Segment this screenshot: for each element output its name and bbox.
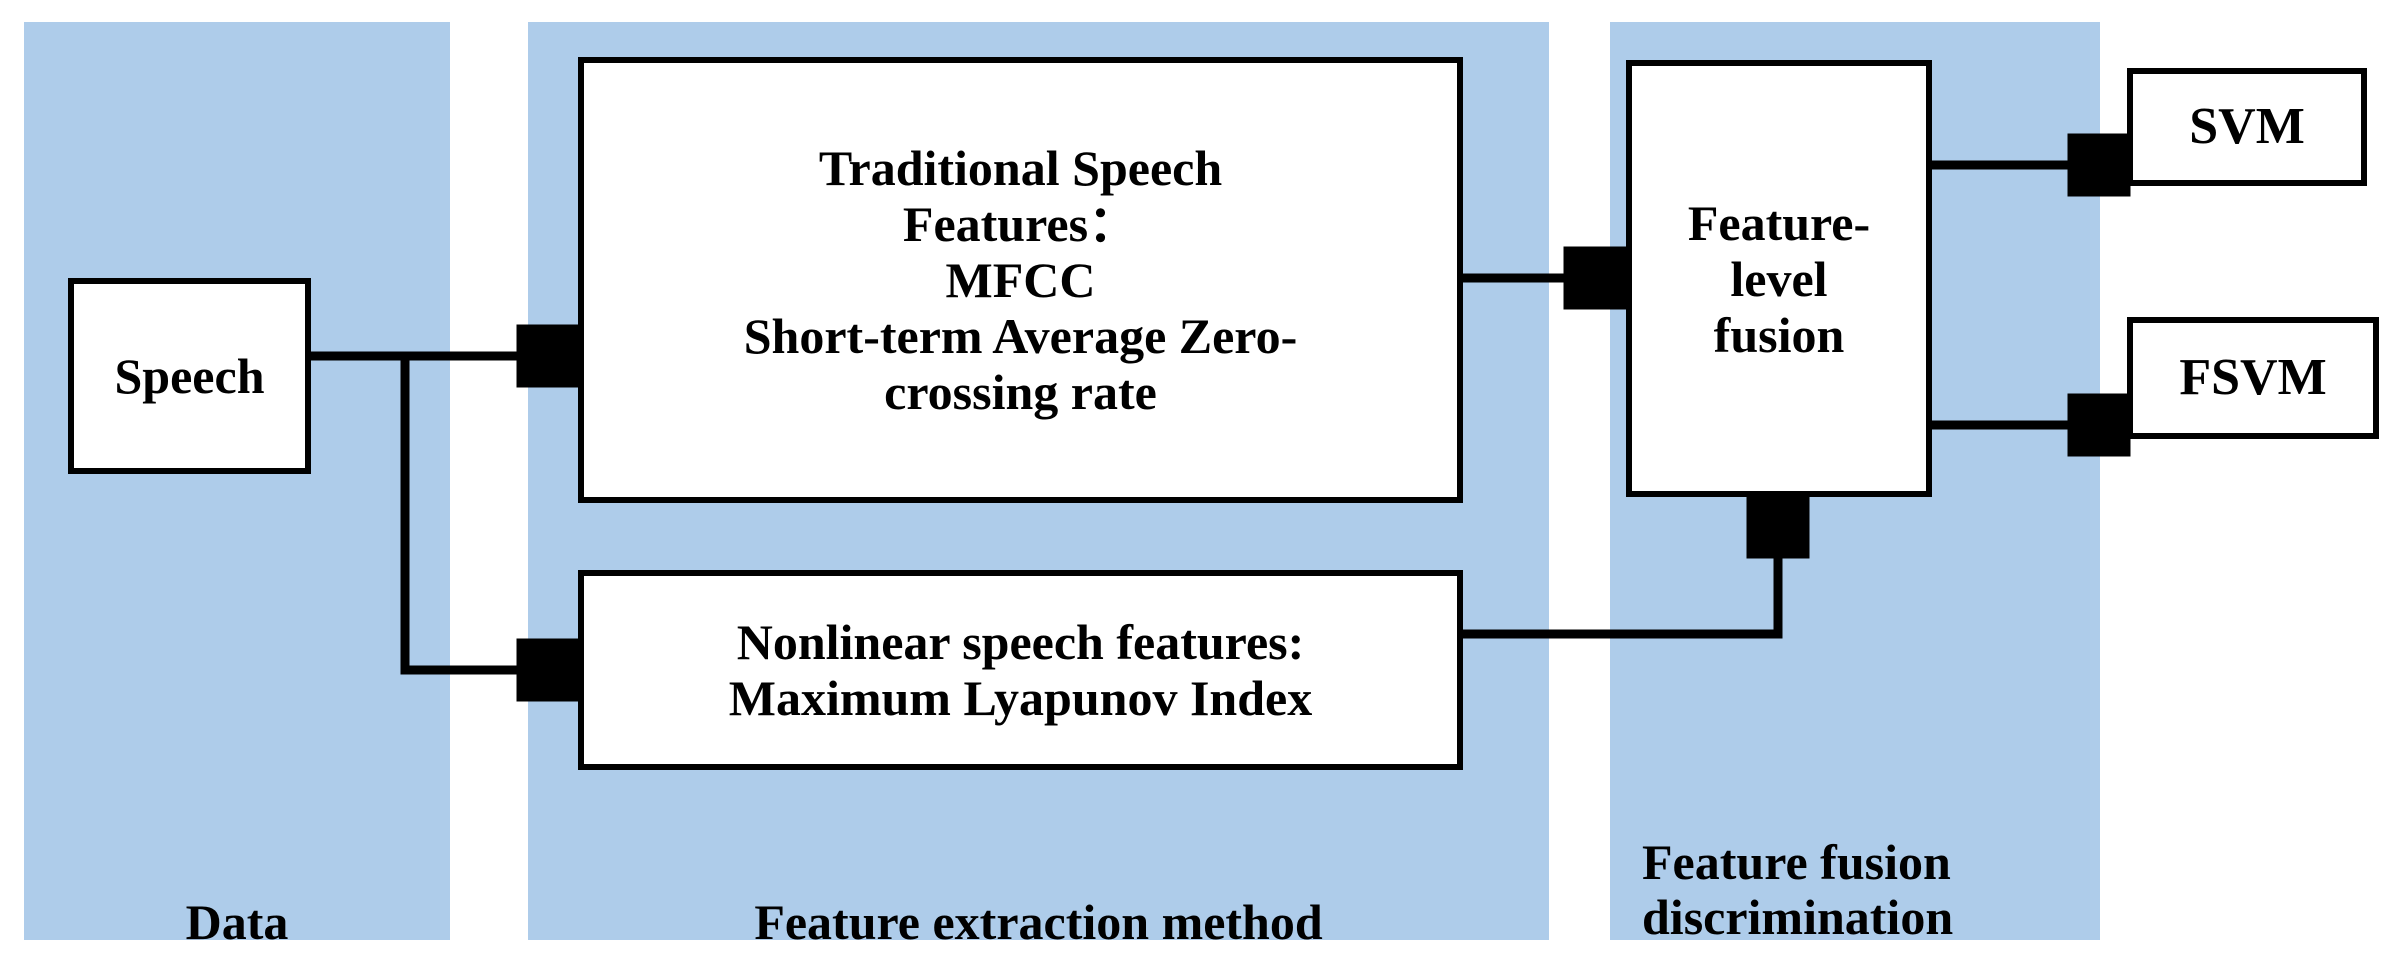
node-traditional-features[interactable]: Traditional Speech Features： MFCC Short-… — [578, 57, 1463, 503]
node-nonlinear-features-label: Nonlinear speech features: Maximum Lyapu… — [728, 614, 1313, 726]
node-fsvm-label: FSVM — [2179, 348, 2327, 406]
node-nonlinear-features[interactable]: Nonlinear speech features: Maximum Lyapu… — [578, 570, 1463, 770]
panel-label-feature-extraction: Feature extraction method — [528, 840, 1549, 950]
panel-label-data: Data — [24, 840, 450, 950]
panel-label-feature-extraction-text: Feature extraction method — [754, 894, 1323, 950]
node-feature-level-fusion[interactable]: Feature- level fusion — [1626, 60, 1932, 497]
edge-speech-to-nonlinear — [400, 356, 567, 670]
panel-label-feature-fusion-text: Feature fusion discrimination — [1642, 834, 1954, 945]
node-svm[interactable]: SVM — [2127, 68, 2367, 186]
panel-data — [24, 22, 450, 940]
node-speech[interactable]: Speech — [68, 278, 311, 474]
panel-label-data-text: Data — [185, 894, 289, 950]
node-speech-label: Speech — [114, 348, 265, 404]
node-traditional-features-label: Traditional Speech Features： MFCC Short-… — [743, 140, 1298, 420]
edge-nonlinear-to-fusion — [1463, 508, 1778, 639]
panel-label-feature-fusion: Feature fusion discrimination — [1620, 780, 2100, 945]
node-feature-level-fusion-label: Feature- level fusion — [1687, 194, 1871, 363]
node-svm-label: SVM — [2189, 97, 2305, 155]
node-fsvm[interactable]: FSVM — [2127, 317, 2379, 439]
